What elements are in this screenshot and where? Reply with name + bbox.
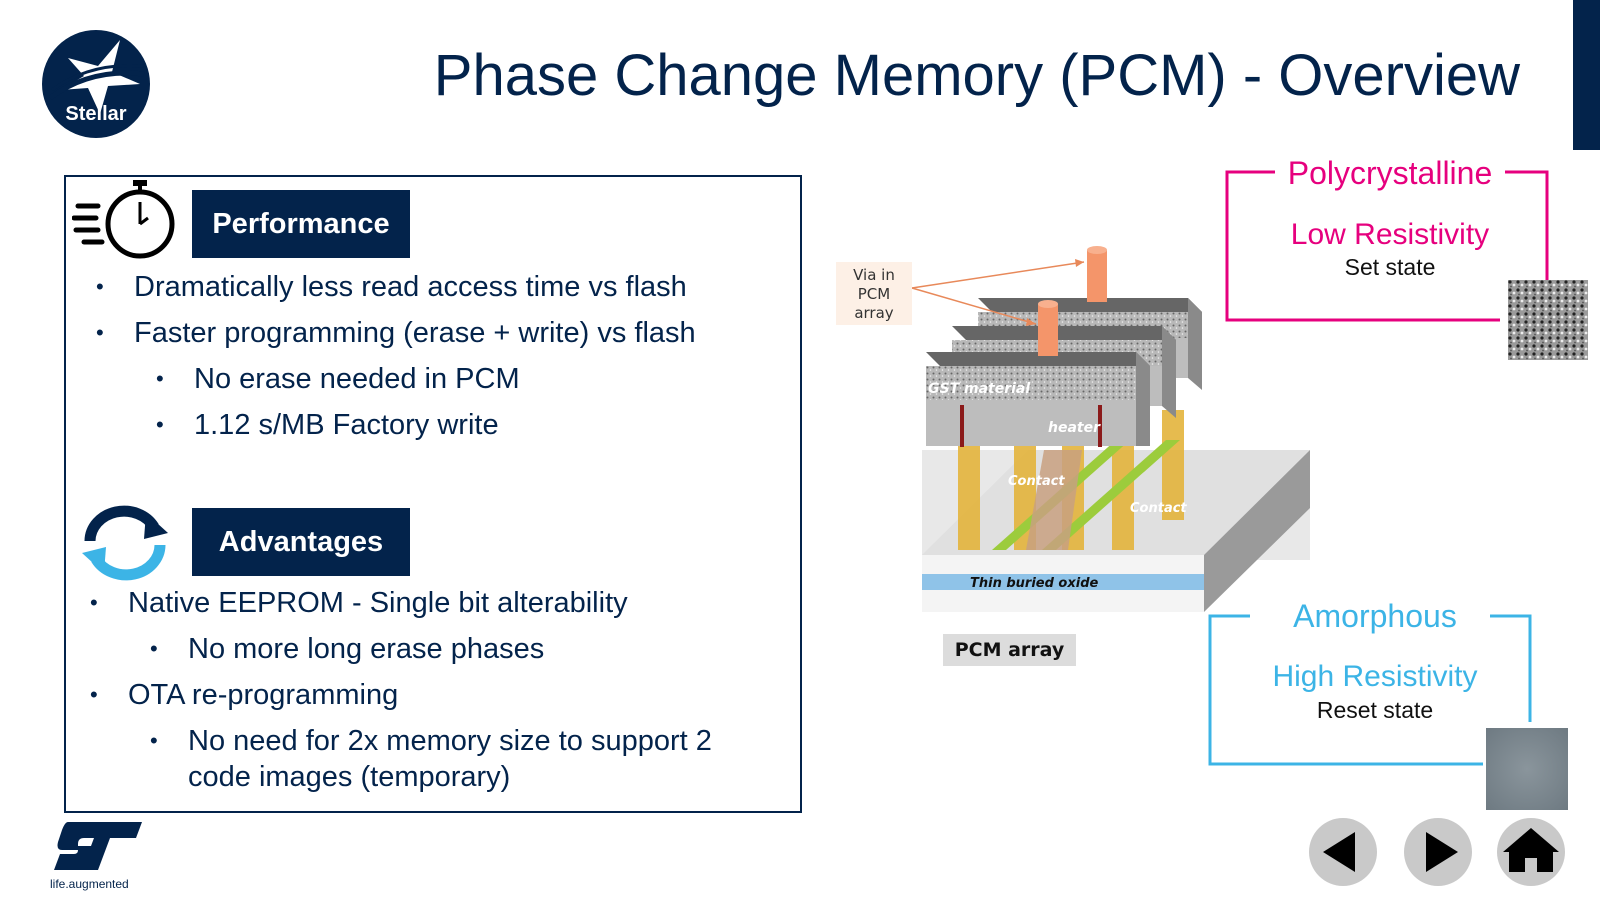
svg-text:Thin buried oxide: Thin buried oxide (970, 576, 1099, 591)
amorphous-frame (1208, 614, 1532, 766)
svg-text:GST material: GST material (928, 381, 1030, 397)
via-label: Via in PCM array (836, 262, 912, 325)
arrow-left-icon (1323, 832, 1355, 872)
amorphous-texture-image (1486, 728, 1568, 810)
home-icon (1503, 828, 1559, 872)
polycrystalline-title: Polycrystalline (1287, 155, 1493, 191)
accent-bar (1573, 0, 1600, 150)
performance-label: Performance (192, 190, 410, 258)
stellar-logo: Stellar (40, 28, 152, 140)
st-logo: life.augmented (48, 818, 148, 893)
low-resistivity-label: Low Resistivity (1290, 218, 1490, 251)
advantages-label: Advantages (192, 508, 410, 576)
polycrystalline-frame (1225, 170, 1549, 322)
tagline: life.augmented (50, 877, 129, 891)
stellar-logo-text: Stellar (65, 103, 126, 125)
page-title: Phase Change Memory (PCM) - Overview (433, 43, 1520, 108)
svg-text:Contact: Contact (1130, 501, 1187, 516)
refresh-cycle-icon (80, 503, 170, 583)
polycrystalline-texture-image (1508, 280, 1588, 360)
next-button[interactable] (1404, 818, 1472, 886)
svg-text:Contact: Contact (1008, 474, 1065, 489)
set-state-label: Set state (1344, 254, 1436, 280)
svg-text:heater: heater (1048, 420, 1101, 436)
pcm-array-illustration: Thin buried oxide GST material heater Co… (830, 240, 1350, 680)
pcm-array-label: PCM array (943, 634, 1076, 666)
high-resistivity-label: High Resistivity (1272, 660, 1478, 693)
info-panel (64, 175, 802, 813)
previous-button[interactable] (1309, 818, 1377, 886)
stopwatch-icon (71, 176, 178, 262)
amorphous-title: Amorphous (1293, 598, 1457, 634)
home-button[interactable] (1497, 818, 1565, 886)
arrow-right-icon (1426, 832, 1458, 872)
reset-state-label: Reset state (1316, 697, 1434, 723)
